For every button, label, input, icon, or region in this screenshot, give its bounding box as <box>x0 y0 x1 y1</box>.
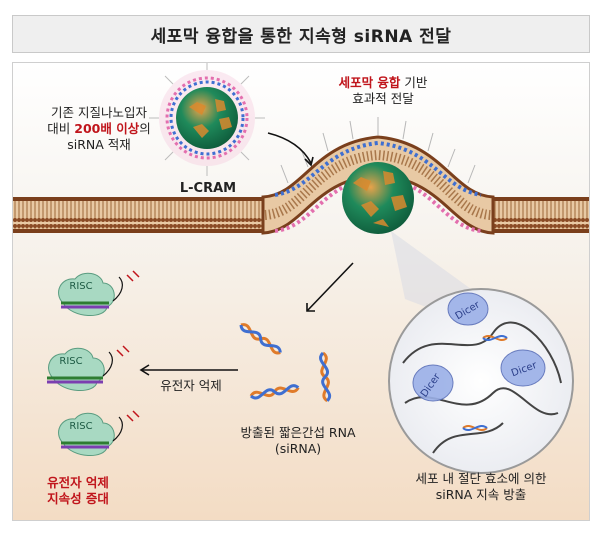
loading-note-line3: siRNA 적재 <box>67 137 131 152</box>
loading-note-prefix: 대비 <box>47 121 75 136</box>
risc-label-2: RISC <box>59 356 82 367</box>
loading-note-suffix: 의 <box>139 121 151 136</box>
fusion-note-highlight: 세포막 융합 <box>338 75 401 90</box>
fusion-note-line1: 세포막 융합 기반 <box>313 75 453 91</box>
loading-note-line2: 대비 200배 이상의 <box>29 121 169 137</box>
l-cram-particle <box>149 63 265 176</box>
released-sirna-label: 방출된 짧은간섭 RNA (siRNA) <box>218 425 378 457</box>
cell-membrane <box>13 135 589 235</box>
sustained-silencing-label: 유전자 억제 지속성 증대 <box>23 475 133 507</box>
membrane-ligands <box>280 117 476 184</box>
intracellular-inset <box>388 288 574 474</box>
process-arrows <box>139 132 354 376</box>
dicer-release-line1: 세포 내 절단 효소에 의한 <box>415 471 547 486</box>
fusion-delivery-note: 세포막 융합 기반 효과적 전달 <box>313 75 453 107</box>
sustained-label-line1: 유전자 억제 <box>47 475 109 490</box>
loading-note-line1: 기존 지질나노입자 <box>51 105 147 120</box>
fusion-note-line2: 효과적 전달 <box>352 91 414 106</box>
fusion-note-suffix: 기반 <box>400 75 428 90</box>
diagram-canvas: Dicer Dicer Dicer RISC RISC RISC <box>13 63 589 474</box>
figure-title: 세포막 융합을 통한 지속형 siRNA 전달 <box>12 15 590 53</box>
risc-complexes <box>47 270 140 456</box>
risc-label-1: RISC <box>69 281 92 292</box>
gene-silencing-label: 유전자 억제 <box>160 378 222 393</box>
released-label-line1: 방출된 짧은간섭 RNA <box>240 425 356 440</box>
loading-note-highlight: 200배 이상 <box>74 121 140 136</box>
sustained-label-line2: 지속성 증대 <box>47 491 109 506</box>
diagram-panel: Dicer Dicer Dicer RISC RISC RISC 기존 지질나노… <box>12 62 590 521</box>
loading-capacity-note: 기존 지질나노입자 대비 200배 이상의 siRNA 적재 <box>29 105 169 153</box>
fused-l-cram-core <box>342 162 414 234</box>
released-label-line2: (siRNA) <box>274 441 322 456</box>
dicer-release-line2: siRNA 지속 방출 <box>435 487 527 502</box>
risc-label-3: RISC <box>69 421 92 432</box>
dicer-release-label: 세포 내 절단 효소에 의한 siRNA 지속 방출 <box>393 471 569 503</box>
released-sirna <box>239 323 331 403</box>
l-cram-label: L-CRAM <box>179 181 237 196</box>
